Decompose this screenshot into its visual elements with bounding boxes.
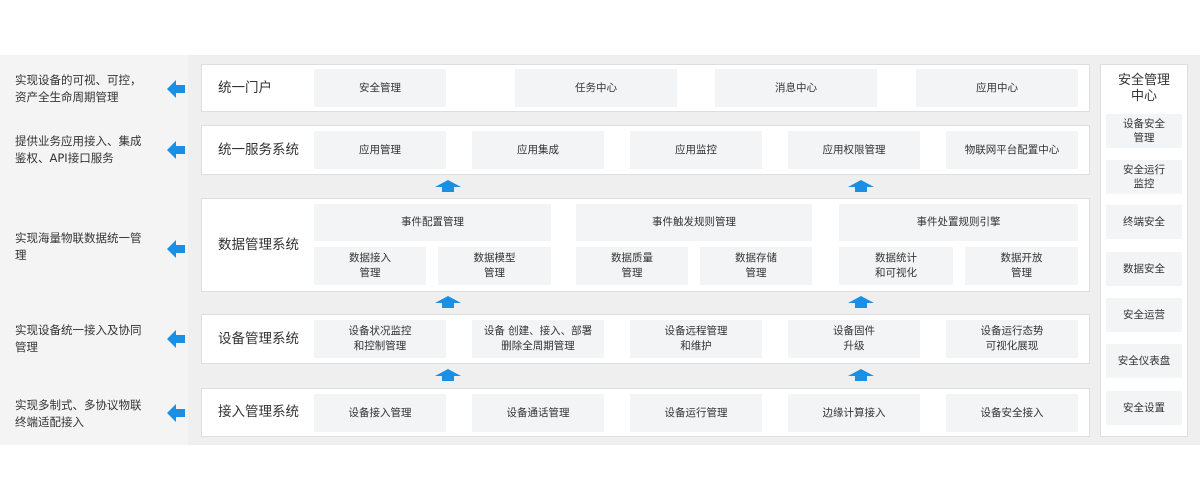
- module-box: 应用集成: [472, 131, 604, 169]
- module-box: 应用监控: [630, 131, 762, 169]
- up-arrow-icon: [435, 180, 461, 192]
- left-arrow-icon: [167, 404, 185, 422]
- layer-title: 统一门户: [218, 80, 272, 96]
- module-box: 数据存储 管理: [700, 247, 812, 285]
- module-box: 设备安全接入: [946, 394, 1078, 432]
- security-item: 设备安全 管理: [1106, 114, 1182, 148]
- layer-title: 设备管理系统: [218, 331, 299, 347]
- module-box: 事件触发规则管理: [576, 204, 812, 241]
- module-box: 安全管理: [314, 69, 446, 107]
- module-box: 边缘计算接入: [788, 394, 920, 432]
- left-note-data: 实现海量物联数据统一管 理: [15, 231, 142, 262]
- layer-title: 数据管理系统: [218, 237, 299, 253]
- up-arrow-icon: [435, 296, 461, 308]
- module-box: 消息中心: [715, 69, 877, 107]
- module-box: 设备运行态势 可视化展现: [946, 320, 1078, 358]
- up-arrow-icon: [848, 296, 874, 308]
- module-box: 数据模型 管理: [438, 247, 551, 285]
- left-description-column: [0, 55, 188, 445]
- module-box: 设备状况监控 和控制管理: [314, 320, 446, 358]
- module-box: 应用管理: [314, 131, 446, 169]
- module-box: 数据质量 管理: [576, 247, 688, 285]
- left-arrow-icon: [167, 141, 185, 159]
- left-note-portal: 实现设备的可视、可控， 资产全生命周期管理: [15, 73, 142, 104]
- module-box: 任务中心: [515, 69, 677, 107]
- module-box: 设备接入管理: [314, 394, 446, 432]
- left-note-access: 实现多制式、多协议物联 终端适配接入: [15, 398, 142, 429]
- security-center-title: 安全管理 中心: [1117, 73, 1170, 104]
- module-box: 应用权限管理: [788, 131, 920, 169]
- up-arrow-icon: [848, 180, 874, 192]
- layer-title: 接入管理系统: [218, 404, 299, 420]
- security-item: 数据安全: [1106, 252, 1182, 286]
- module-box: 数据开放 管理: [965, 247, 1078, 285]
- left-arrow-icon: [167, 80, 185, 98]
- module-box: 物联网平台配置中心: [946, 131, 1078, 169]
- module-box: 设备通话管理: [472, 394, 604, 432]
- module-box: 设备 创建、接入、部署 删除全周期管理: [472, 320, 604, 358]
- module-box: 事件处置规则引擎: [839, 204, 1078, 241]
- module-box: 数据接入 管理: [314, 247, 426, 285]
- left-note-device: 实现设备统一接入及协同 管理: [15, 323, 142, 354]
- module-box: 数据统计 和可视化: [839, 247, 953, 285]
- module-box: 应用中心: [916, 69, 1078, 107]
- security-item: 安全仪表盘: [1106, 344, 1182, 378]
- security-item: 终端安全: [1106, 205, 1182, 239]
- module-box: 事件配置管理: [314, 204, 551, 241]
- left-note-service: 提供业务应用接入、集成 鉴权、API接口服务: [15, 134, 142, 165]
- security-item: 安全运行 监控: [1106, 160, 1182, 194]
- left-arrow-icon: [167, 240, 185, 258]
- layer-title: 统一服务系统: [218, 142, 299, 158]
- up-arrow-icon: [435, 369, 461, 381]
- module-box: 设备固件 升级: [788, 320, 920, 358]
- security-item: 安全运营: [1106, 298, 1182, 332]
- left-arrow-icon: [167, 330, 185, 348]
- security-item: 安全设置: [1106, 391, 1182, 425]
- up-arrow-icon: [848, 369, 874, 381]
- module-box: 设备运行管理: [630, 394, 762, 432]
- module-box: 设备远程管理 和维护: [630, 320, 762, 358]
